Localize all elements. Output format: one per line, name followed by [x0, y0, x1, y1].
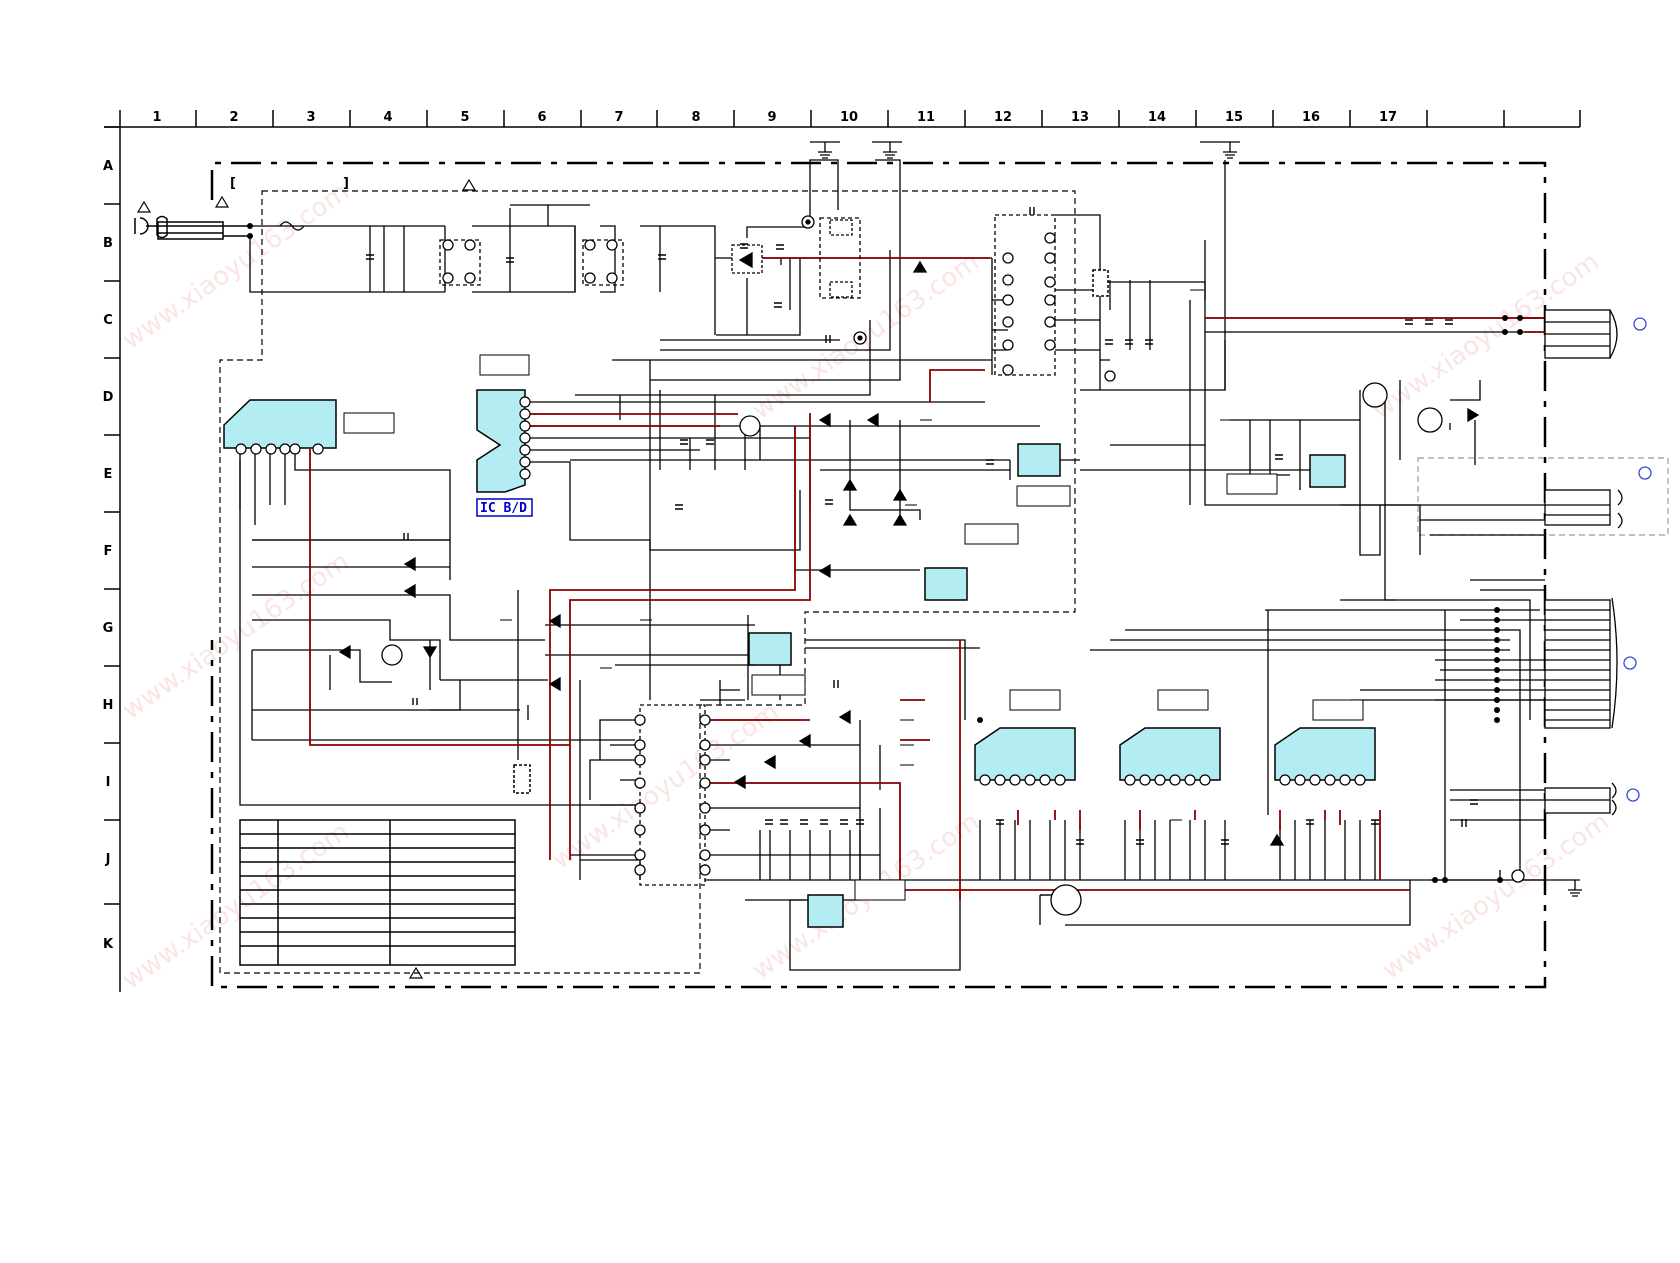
- col-label-16: 16: [1302, 110, 1320, 125]
- diode-array-1: [1092, 269, 1109, 297]
- ic-pins: [235, 396, 1366, 786]
- svg-text:www.xiaoyu163.com: www.xiaoyu163.com: [547, 697, 785, 876]
- transistor-q2: [381, 644, 403, 666]
- bracket-open: [: [230, 176, 236, 191]
- col-label-17: 17: [1379, 110, 1397, 125]
- col-label-5: 5: [460, 110, 469, 125]
- svg-text:www.xiaoyu163.com: www.xiaoyu163.com: [117, 817, 355, 996]
- col-label-3: 3: [306, 110, 315, 125]
- col-label-13: 13: [1071, 110, 1089, 125]
- caution-icon: [136, 200, 152, 213]
- shunt-regulator-1: [1309, 454, 1346, 488]
- reference-boxes: [343, 354, 1364, 901]
- grid-column-labels: 1 2 3 4 5 6 7 8 9 10 11 12 13 14 15 16 1…: [152, 110, 1397, 125]
- components: [279, 207, 1525, 926]
- parts-table: [239, 819, 516, 966]
- row-label-c: C: [103, 313, 113, 328]
- col-label-12: 12: [994, 110, 1012, 125]
- transistor-q1: [739, 415, 761, 437]
- col-label-8: 8: [691, 110, 700, 125]
- transistor-q3: [1362, 382, 1388, 408]
- regulator-ic-3: [1274, 727, 1376, 781]
- col-label-15: 15: [1225, 110, 1243, 125]
- caution-icon: [461, 178, 477, 191]
- row-label-e: E: [104, 467, 113, 482]
- col-label-9: 9: [767, 110, 776, 125]
- ic-bd-label: IC B/D: [480, 501, 527, 516]
- row-label-a: A: [103, 159, 113, 174]
- row-label-g: G: [103, 621, 114, 636]
- svg-text:www.xiaoyu163.com: www.xiaoyu163.com: [117, 547, 355, 726]
- connector-cn1: [1544, 309, 1647, 359]
- row-label-j: J: [105, 852, 111, 867]
- row-label-h: H: [103, 698, 114, 713]
- junction-dots: [247, 223, 1523, 883]
- ic-bd: [476, 389, 526, 493]
- col-label-11: 11: [917, 110, 935, 125]
- grid-row-labels: A B C D E F G H I J K: [103, 159, 114, 952]
- caution-marks: [136, 178, 477, 979]
- ic-top-left: [223, 399, 337, 449]
- transistor-q4: [1417, 407, 1443, 433]
- connectors: [1544, 309, 1652, 816]
- col-label-1: 1: [152, 110, 161, 125]
- ac-inlet: [134, 215, 250, 240]
- col-label-2: 2: [229, 110, 238, 125]
- ground-symbols: [810, 141, 1582, 897]
- photocoupler-3: [748, 632, 792, 666]
- row-label-i: I: [106, 775, 111, 790]
- mosfet: [1050, 884, 1082, 916]
- line-filter-2: [582, 239, 624, 286]
- photocoupler-2: [924, 567, 968, 601]
- svg-text:www.xiaoyu163.com: www.xiaoyu163.com: [117, 177, 355, 356]
- col-label-14: 14: [1148, 110, 1166, 125]
- watermark-pattern: www.xiaoyu163.com www.xiaoyu163.com www.…: [117, 177, 1615, 996]
- col-label-6: 6: [537, 110, 546, 125]
- connector-cn4: [1544, 782, 1640, 816]
- ic-blocks: [223, 269, 1376, 928]
- bracket-close: ]: [343, 176, 349, 191]
- line-filter-1: [439, 239, 481, 286]
- row-label-d: D: [103, 390, 114, 405]
- grid-ruler-left: [104, 126, 121, 992]
- regulator-ic-1: [974, 727, 1076, 781]
- svg-text:www.xiaoyu163.com: www.xiaoyu163.com: [1377, 807, 1615, 986]
- ic-bd-label-group: IC B/D: [476, 498, 533, 517]
- connector-cn2: [1544, 466, 1652, 529]
- caution-icon: [214, 195, 230, 208]
- col-label-7: 7: [614, 110, 623, 125]
- caution-icon: [408, 966, 424, 979]
- regulator-ic-2: [1119, 727, 1221, 781]
- diode-array-2: [513, 764, 531, 794]
- col-label-10: 10: [840, 110, 858, 125]
- col-label-4: 4: [383, 110, 392, 125]
- row-label-f: F: [104, 544, 113, 559]
- shunt-regulator-2: [807, 894, 844, 928]
- connector-cn3: [1544, 597, 1637, 729]
- fuse-symbol: [279, 221, 305, 231]
- row-label-k: K: [103, 937, 114, 952]
- row-label-b: B: [103, 236, 113, 251]
- grid-ruler-top: [104, 110, 1581, 128]
- wiring-red: [309, 257, 1545, 900]
- bracket-text: [ ]: [230, 176, 349, 191]
- photocoupler-1: [1017, 443, 1061, 477]
